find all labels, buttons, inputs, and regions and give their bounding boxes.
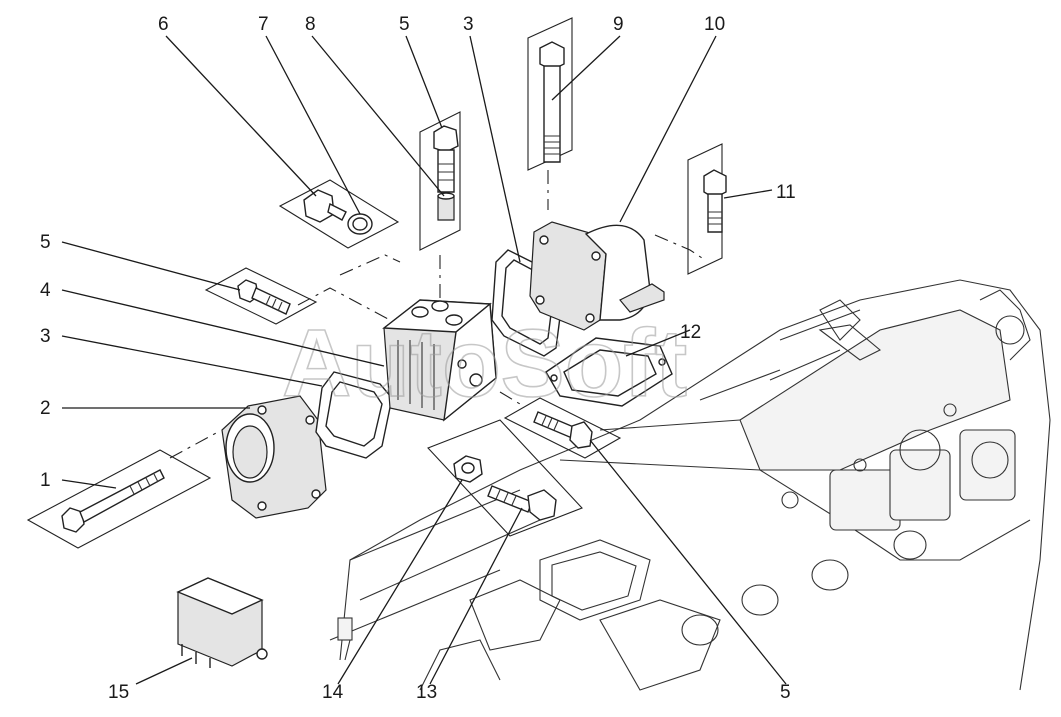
watermark-text: AutoSoft: [282, 310, 687, 417]
part-12-gasket: [545, 337, 673, 407]
assembly-axes: [169, 170, 706, 459]
callout-11: 11: [776, 182, 796, 203]
plate-items-6-7: [278, 179, 400, 249]
part-9-long-bolt: [539, 41, 565, 163]
plate-bolt-5-left: [204, 267, 318, 325]
plate-items-13-14: [427, 419, 583, 537]
part-4-housing-block: [382, 299, 497, 422]
callout-1: 1: [40, 470, 51, 491]
plate-bolt-11: [687, 143, 723, 275]
callout-5-left: 5: [40, 232, 51, 253]
part-3-gasket-left: [315, 371, 393, 459]
part-13-bolt-nut: [487, 485, 557, 521]
part-5-bolt-top: [433, 125, 459, 193]
plate-bolt-9: [527, 17, 573, 171]
callout-2: 2: [40, 398, 51, 419]
callout-5-top: 5: [399, 14, 410, 35]
callout-12: 12: [680, 322, 701, 343]
part-5-bolt-left: [237, 279, 291, 315]
callout-7: 7: [258, 14, 269, 35]
part-10-elbow-housing: [529, 221, 665, 331]
callout-13: 13: [416, 682, 437, 703]
part-1-long-bolt: [61, 469, 165, 533]
callout-8: 8: [305, 14, 316, 35]
leader-lines: [61, 35, 787, 685]
plate-bolt-5-right: [503, 397, 622, 459]
part-8-sleeve: [437, 192, 455, 221]
plate-bolt-1: [26, 449, 212, 549]
plate-items-5-8: [419, 111, 461, 251]
callout-5-right: 5: [780, 682, 791, 703]
callout-9: 9: [613, 14, 624, 35]
part-2-flange-housing: [221, 395, 327, 519]
part-5-bolt-right: [533, 411, 593, 449]
callout-6: 6: [158, 14, 169, 35]
assembly-plates: [26, 17, 723, 549]
part-14-fitting: [453, 455, 483, 483]
part-7-washer: [347, 213, 373, 235]
part-15-relay: [176, 577, 268, 668]
callout-4: 4: [40, 280, 51, 301]
callout-15: 15: [108, 682, 129, 703]
callout-10: 10: [704, 14, 725, 35]
part-11-bolt: [703, 169, 727, 233]
part-6-fitting: [303, 189, 347, 223]
callout-14: 14: [322, 682, 344, 703]
callout-labels: 6 7 8 5 3 9 10 11 5 4 3 12 2 1 15 14 13 …: [40, 14, 796, 703]
callout-3-right: 3: [463, 14, 474, 35]
callout-3-left: 3: [40, 326, 51, 347]
